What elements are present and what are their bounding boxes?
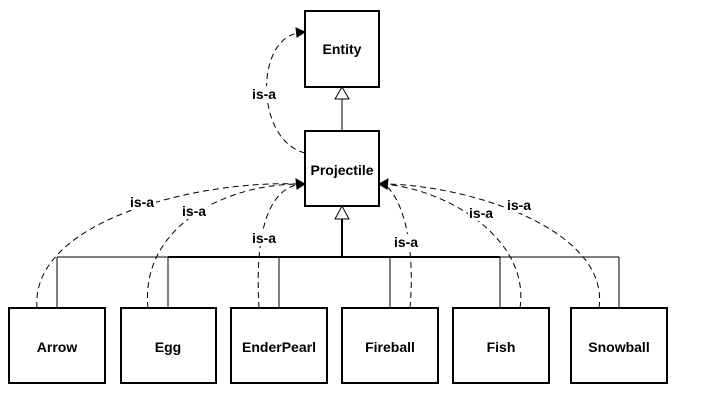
class-name: Fireball [365,339,415,355]
class-name: Snowball [588,339,649,355]
inheritance-triangle-entity [334,86,350,100]
class-name: Entity [323,41,362,57]
is-a-edge-snowball [383,183,600,309]
is-a-label: is-a [252,86,276,102]
is-a-arrowhead-projectile-right [378,178,389,190]
is-a-edge-fish [383,183,522,309]
class-box-entity: Entity [304,10,380,88]
is-a-arrowhead-entity [295,27,307,38]
is-a-label: is-a [394,234,418,250]
is-a-label: is-a [469,205,493,221]
class-box-arrow: Arrow [8,307,106,384]
is-a-edge-enderpearl [257,183,301,309]
class-box-fireball: Fireball [341,307,439,384]
is-a-edge-fireball [383,183,412,309]
class-box-snowball: Snowball [570,307,668,384]
is-a-arrowhead-projectile-left [295,178,306,190]
inheritance-triangle-projectile [334,204,350,220]
is-a-edge-arrow [36,183,299,309]
class-box-projectile: Projectile [304,130,380,207]
class-name: Fish [487,339,516,355]
is-a-label: is-a [252,230,276,246]
is-a-label: is-a [507,197,531,213]
class-name: Projectile [310,162,373,178]
class-name: EnderPearl [242,339,316,355]
is-a-label: is-a [130,194,154,210]
class-box-enderpearl: EnderPearl [230,307,328,384]
class-name: Arrow [37,339,78,355]
class-box-egg: Egg [120,307,217,384]
class-box-fish: Fish [452,307,550,384]
is-a-edge-projectile-entity [266,32,306,154]
class-name: Egg [155,339,181,355]
is-a-label: is-a [182,203,206,219]
